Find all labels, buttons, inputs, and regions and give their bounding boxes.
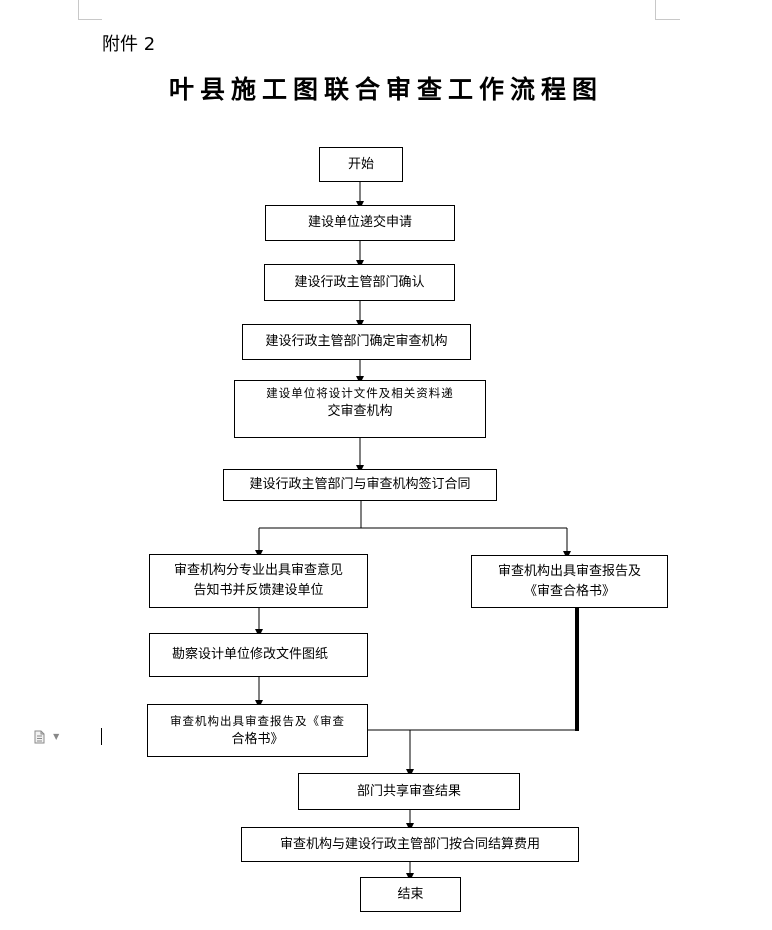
step-confirm: 建设行政主管部门确认: [264, 264, 455, 301]
annex-label: 附件 2: [102, 34, 156, 55]
corner-mark-right-horizontal: [656, 19, 680, 20]
step-submit: 建设单位将设计文件及相关资料递 交审查机构: [234, 380, 486, 438]
step-submit-line2: 交审查机构: [327, 404, 393, 419]
step-report-left-line1: 审查机构出具审查报告及《审查: [170, 713, 345, 728]
document-icon: [34, 730, 45, 743]
step-report-right-line2: 《审查合格书》: [523, 583, 615, 599]
document-title: 叶县施工图联合审查工作流程图: [168, 75, 603, 104]
step-settle: 审查机构与建设行政主管部门按合同结算费用: [241, 827, 579, 862]
step-designate: 建设行政主管部门确定审查机构: [242, 324, 471, 360]
step-report-left-line2: 合格书》: [231, 731, 284, 747]
step-report-left: 审查机构出具审查报告及《审查 合格书》: [147, 704, 368, 757]
corner-mark-right-vertical: [655, 0, 656, 20]
corner-mark-left-horizontal: [78, 19, 102, 20]
corner-mark-left-vertical: [78, 0, 79, 20]
step-revise: 勘察设计单位修改文件图纸: [149, 633, 368, 677]
chevron-down-icon: ▼: [53, 732, 60, 741]
step-report-right-line1: 审查机构出具审查报告及: [497, 563, 641, 579]
step-report-right: 审查机构出具审查报告及 《审查合格书》: [471, 555, 668, 608]
step-end: 结束: [360, 877, 461, 912]
step-submit-line1: 建设单位将设计文件及相关资料递: [266, 386, 454, 400]
step-start: 开始: [319, 147, 403, 182]
step-opinion: 审查机构分专业出具审查意见 告知书并反馈建设单位: [149, 554, 368, 608]
step-contract: 建设行政主管部门与审查机构签订合同: [223, 469, 497, 501]
split-connector: [259, 501, 362, 529]
step-share: 部门共享审查结果: [298, 773, 520, 810]
step-opinion-line1: 审查机构分专业出具审查意见: [173, 563, 343, 578]
paragraph-options[interactable]: ▼: [34, 729, 84, 745]
step-apply: 建设单位递交申请: [265, 205, 455, 241]
text-cursor: [101, 728, 102, 745]
step-opinion-line2: 告知书并反馈建设单位: [193, 583, 324, 598]
